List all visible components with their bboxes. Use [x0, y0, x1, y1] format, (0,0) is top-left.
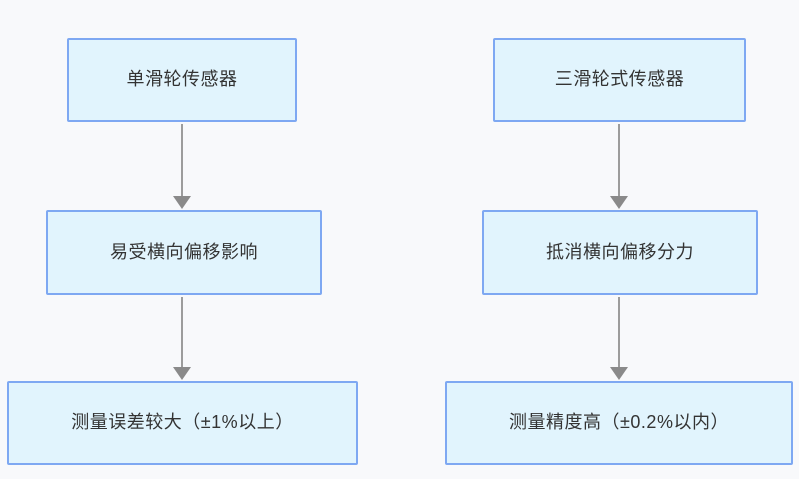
arrow-line	[181, 124, 183, 196]
arrow-line	[181, 297, 183, 367]
node-label: 三滑轮式传感器	[554, 69, 685, 90]
arrow-down-icon	[173, 367, 191, 380]
node-label: 测量误差较大（±1%以上）	[71, 412, 294, 433]
node-cancels-lateral-offset: 抵消横向偏移分力	[482, 210, 758, 295]
arrow-down-icon	[173, 196, 191, 209]
node-lateral-offset-susceptible: 易受横向偏移影响	[46, 210, 322, 295]
arrow-down-icon	[610, 196, 628, 209]
node-large-measurement-error: 测量误差较大（±1%以上）	[7, 381, 358, 465]
flow-arrow	[173, 124, 191, 209]
arrow-line	[618, 297, 620, 367]
flow-arrow	[610, 124, 628, 209]
node-label: 抵消横向偏移分力	[546, 241, 694, 262]
node-label: 测量精度高（±0.2%以内）	[509, 412, 729, 433]
node-label: 易受横向偏移影响	[110, 241, 258, 262]
node-single-pulley-sensor: 单滑轮传感器	[67, 38, 297, 122]
arrow-down-icon	[610, 367, 628, 380]
flow-arrow	[610, 297, 628, 380]
node-label: 单滑轮传感器	[126, 69, 238, 90]
flow-arrow	[173, 297, 191, 380]
node-high-measurement-accuracy: 测量精度高（±0.2%以内）	[445, 381, 793, 465]
node-three-pulley-sensor: 三滑轮式传感器	[493, 38, 746, 122]
arrow-line	[618, 124, 620, 196]
